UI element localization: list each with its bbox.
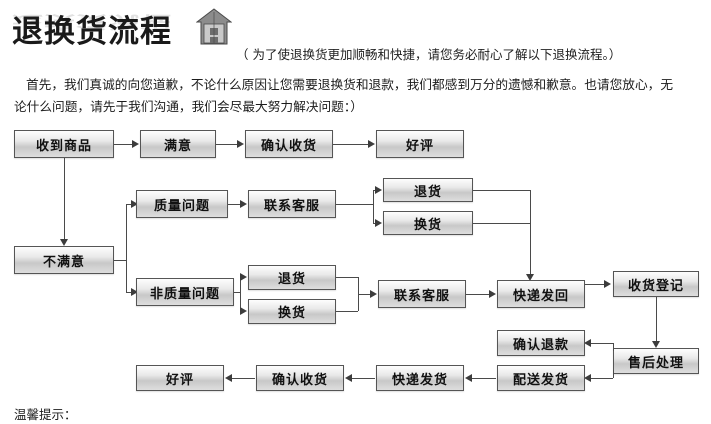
arrow-ship-to-sendout <box>465 373 472 382</box>
arrow-confirm-to-praise <box>368 139 375 148</box>
node-after-sales[interactable]: 售后处理 <box>613 348 699 374</box>
node-praise-1[interactable]: 好评 <box>376 130 464 158</box>
node-express-send[interactable]: 快递发货 <box>376 365 464 391</box>
node-delivery-ship[interactable]: 配送发货 <box>497 365 585 391</box>
line-service1-branch <box>373 190 374 223</box>
node-unsatisfied[interactable]: 不满意 <box>14 246 114 274</box>
intro-line-1: 首先，我们真诚的向您道歉，不论什么原因让您需要退换货和退款，我们都感到万分的遗憾… <box>26 77 674 92</box>
line-satisfied-to-confirm <box>216 144 238 145</box>
node-exchange-1[interactable]: 换货 <box>383 211 473 235</box>
line-nonqual-branch <box>240 277 241 311</box>
arrow-nonqual-to-exchange2 <box>240 306 247 315</box>
line-service2-to-express <box>466 294 490 295</box>
line-unsat-to-quality <box>126 204 134 205</box>
node-quality-issue[interactable]: 质量问题 <box>136 190 228 218</box>
arrow-after-to-refund <box>584 338 591 347</box>
line-service1-stub <box>336 204 373 205</box>
arrow-quality-to-express <box>525 274 534 281</box>
node-confirm-receipt-1[interactable]: 确认收货 <box>245 130 333 158</box>
arrow-express-to-register <box>604 279 611 288</box>
line-register-to-after <box>656 297 657 342</box>
intro-line-2: 论什么问题，请先于我们沟通，我们会尽最大努力解决问题：） <box>14 99 363 114</box>
line-after-to-refund-h <box>590 343 613 344</box>
line-nonqual-stub <box>234 292 240 293</box>
line-service1-to-return <box>373 190 376 191</box>
node-contact-service-1[interactable]: 联系客服 <box>248 190 336 218</box>
header-subtitle: （ 为了使退换货更加顺畅和快捷，请您务必耐心了解以下退换流程。） <box>236 47 622 62</box>
line-unsat-to-nonquality <box>126 292 134 293</box>
line-ship-to-sendout <box>472 378 496 379</box>
arrow-satisfied-to-confirm <box>237 139 244 148</box>
arrow-nonqual-to-return2 <box>240 272 247 281</box>
node-receipt-register[interactable]: 收货登记 <box>613 271 699 297</box>
line-confirm2-to-praise2 <box>232 378 255 379</box>
arrow-recv-to-satisfied <box>132 139 139 148</box>
node-confirm-refund[interactable]: 确认退款 <box>497 330 585 356</box>
node-recv[interactable]: 收到商品 <box>14 130 114 158</box>
node-return-1[interactable]: 退货 <box>383 178 473 202</box>
line-after-to-refund-v <box>613 343 614 351</box>
node-contact-service-2[interactable]: 联系客服 <box>378 280 466 308</box>
line-exchange1-right <box>473 223 530 224</box>
arrow-unsat-to-quality <box>131 199 138 208</box>
line-recv-to-unsatisfied <box>64 158 65 240</box>
house-icon <box>196 8 232 45</box>
arrow-recv-to-unsatisfied <box>59 239 68 246</box>
line-service1-to-exchange <box>373 223 376 224</box>
line-confirm-to-praise <box>333 144 369 145</box>
arrow-service2-to-express <box>489 289 496 298</box>
line-return1-right <box>473 190 530 191</box>
line-unsat-stub <box>114 260 126 261</box>
node-non-quality-issue[interactable]: 非质量问题 <box>136 278 234 306</box>
arrow-unsat-to-nonquality <box>131 287 138 296</box>
page-title: 退换货流程 <box>12 14 172 50</box>
line-sendout-to-confirm2 <box>352 378 375 379</box>
line-return2-right <box>336 277 358 278</box>
line-express-to-register <box>585 284 605 285</box>
line-quality-to-express <box>530 190 531 275</box>
line-after-to-ship-h <box>590 378 613 379</box>
arrow-sendout-to-confirm2 <box>345 373 352 382</box>
line-unsat-branch-vert <box>126 204 127 292</box>
node-exchange-2[interactable]: 换货 <box>248 299 336 324</box>
line-exchange2-right <box>336 311 358 312</box>
arrow-service1-to-exchange <box>375 218 382 227</box>
node-express-return[interactable]: 快递发回 <box>497 280 585 308</box>
node-return-2[interactable]: 退货 <box>248 265 336 290</box>
arrow-register-to-after <box>651 341 660 348</box>
arrow-merge-to-service2 <box>370 289 377 298</box>
arrow-after-to-ship <box>584 373 591 382</box>
footer-note: 温馨提示： <box>14 407 77 422</box>
line-after-to-ship-v <box>613 370 614 378</box>
arrow-service1-to-return <box>375 185 382 194</box>
intro-paragraph: 首先，我们真诚的向您道歉，不论什么原因让您需要退换货和退款，我们都感到万分的遗憾… <box>14 74 686 118</box>
node-praise-2[interactable]: 好评 <box>136 365 224 391</box>
node-satisfied[interactable]: 满意 <box>140 130 216 158</box>
node-confirm-receipt-2[interactable]: 确认收货 <box>256 365 344 391</box>
line-merge-to-service2 <box>358 294 371 295</box>
line-quality-to-service <box>228 204 241 205</box>
line-recv-to-satisfied <box>114 144 133 145</box>
arrow-quality-to-service <box>240 199 247 208</box>
arrow-confirm2-to-praise2 <box>225 373 232 382</box>
